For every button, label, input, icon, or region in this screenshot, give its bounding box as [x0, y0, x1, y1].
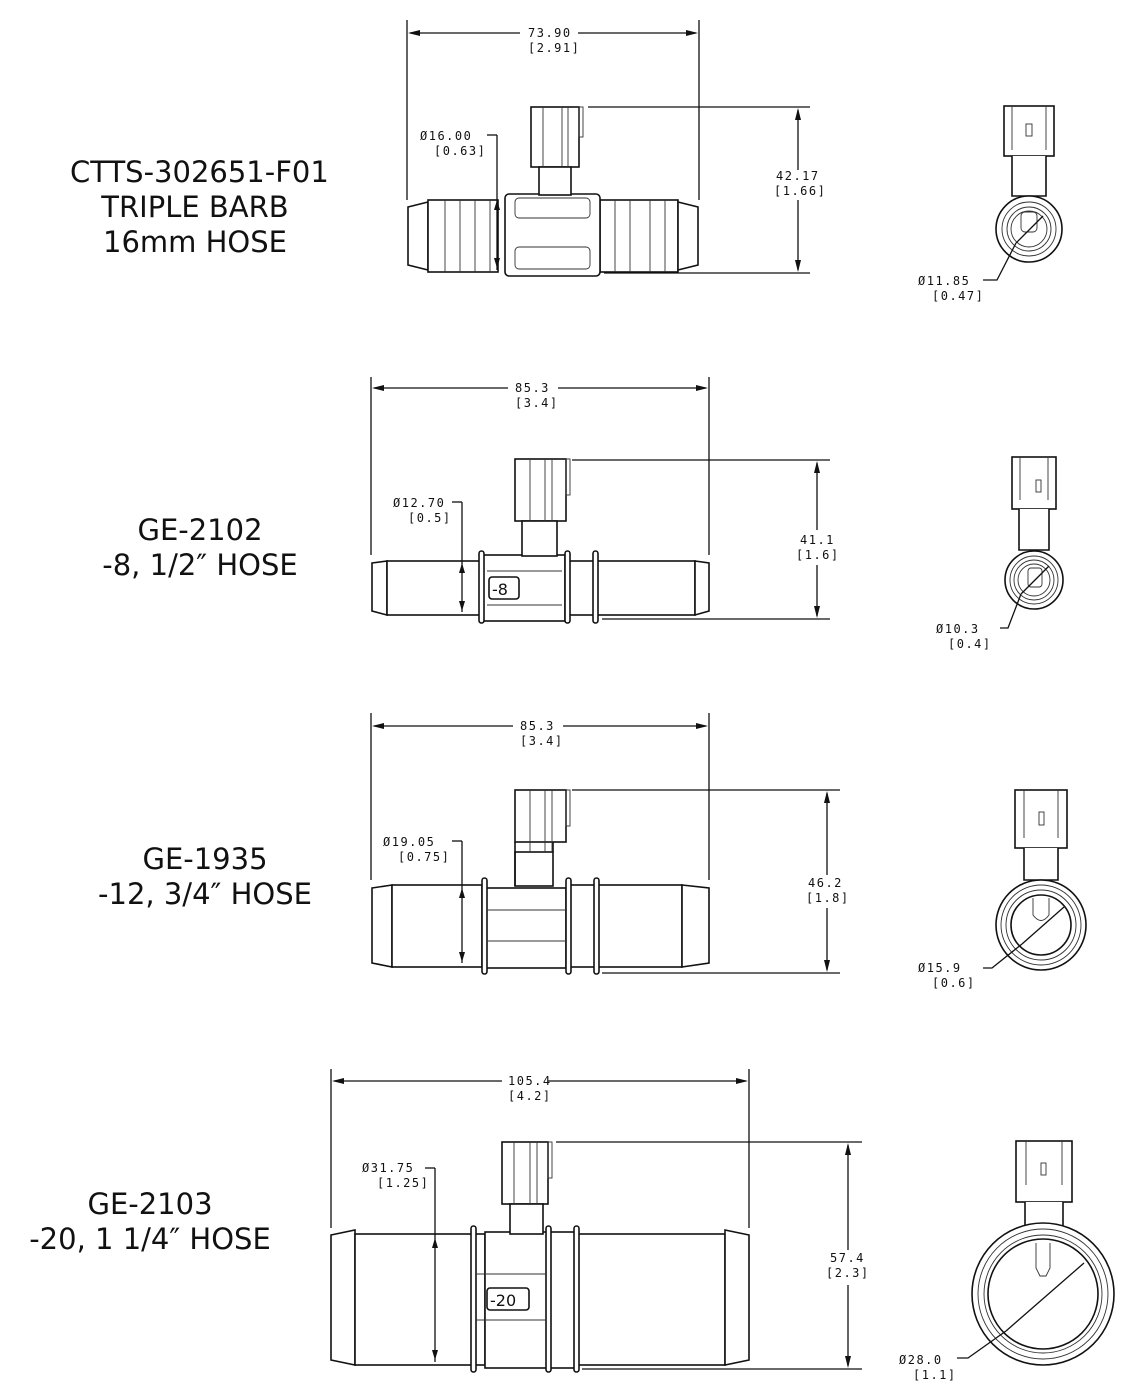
overall-length-mm: 85.3 — [515, 381, 550, 395]
overall-length-in: [3.4] — [515, 396, 559, 410]
side-view-drawing: 85.3 [3.4] Ø19.05 [0.75] 46.2 [1.8] — [370, 713, 1087, 990]
hose-diameter-mm: Ø12.70 — [393, 496, 445, 510]
height-mm: 57.4 — [830, 1251, 865, 1265]
overall-length-mm: 73.90 — [528, 26, 572, 40]
overall-length-mm: 85.3 — [520, 719, 555, 733]
height-mm: 46.2 — [808, 876, 843, 890]
height-in: [1.66] — [774, 184, 826, 198]
height-mm: 41.1 — [800, 533, 835, 547]
bore-diameter-in: [0.4] — [948, 637, 992, 651]
part-title: GE-1935 -12, 3/4″ HOSE — [60, 842, 350, 912]
overall-length-in: [3.4] — [520, 734, 564, 748]
overall-length-mm: 105.4 — [508, 1074, 552, 1088]
hose-size: -12, 3/4″ HOSE — [98, 877, 312, 911]
bore-diameter-in: [1.1] — [913, 1368, 957, 1382]
hose-diameter-in: [0.75] — [398, 850, 450, 864]
side-view-drawing: 73.90 [2.91] Ø16.00 [0.63] 42.17 [1 — [406, 20, 1063, 303]
height-in: [2.3] — [826, 1266, 870, 1280]
hose-size: -8, 1/2″ HOSE — [102, 548, 298, 582]
part-number: GE-2102 — [137, 513, 263, 547]
part-ge-1935: GE-1935 -12, 3/4″ HOSE 85.3 [3.4] Ø19.05… — [60, 713, 1087, 990]
part-number: GE-1935 — [142, 842, 268, 876]
height-mm: 42.17 — [776, 169, 820, 183]
size-badge: -8 — [492, 580, 508, 599]
part-ctts-302651-f01: CTTS-302651-F01 TRIPLE BARB 16mm HOSE 73… — [0, 0, 1129, 320]
hose-size: 16mm HOSE — [103, 225, 287, 259]
hose-diameter-in: [0.5] — [408, 511, 452, 525]
bore-diameter-in: [0.47] — [932, 289, 984, 303]
side-view-drawing: 85.3 [3.4] -8 Ø12.70 [0.5] 41.1 [1.6] — [370, 377, 1064, 651]
bore-diameter-mm: Ø28.0 — [899, 1353, 943, 1367]
part-description: TRIPLE BARB — [101, 190, 289, 224]
end-view — [957, 1140, 1115, 1366]
hose-size: -20, 1 1/4″ HOSE — [29, 1222, 271, 1256]
part-ge-2102: GE-2102 -8, 1/2″ HOSE 85.3 [3.4] -8 Ø12.… — [0, 0, 1129, 680]
end-view — [983, 789, 1087, 971]
hose-diameter-mm: Ø19.05 — [383, 835, 435, 849]
bore-diameter-in: [0.6] — [932, 976, 976, 990]
hose-diameter-mm: Ø16.00 — [420, 129, 472, 143]
size-badge: -20 — [490, 1291, 516, 1310]
bore-diameter-mm: Ø11.85 — [918, 274, 970, 288]
hose-diameter-mm: Ø31.75 — [362, 1161, 414, 1175]
overall-length-in: [2.91] — [528, 41, 580, 55]
part-title: GE-2102 -8, 1/2″ HOSE — [70, 513, 330, 583]
part-number: CTTS-302651-F01 — [70, 155, 329, 189]
end-view — [983, 105, 1063, 281]
bore-diameter-mm: Ø10.3 — [936, 622, 980, 636]
part-title: CTTS-302651-F01 TRIPLE BARB 16mm HOSE — [70, 155, 329, 260]
part-number: GE-2103 — [87, 1187, 213, 1221]
end-view — [1000, 456, 1064, 629]
height-in: [1.8] — [806, 891, 850, 905]
hose-diameter-in: [0.63] — [434, 144, 486, 158]
part-title: GE-2103 -20, 1 1/4″ HOSE — [20, 1187, 280, 1257]
overall-length-in: [4.2] — [508, 1089, 552, 1103]
hose-diameter-in: [1.25] — [377, 1176, 429, 1190]
bore-diameter-mm: Ø15.9 — [918, 961, 962, 975]
height-in: [1.6] — [796, 548, 840, 562]
